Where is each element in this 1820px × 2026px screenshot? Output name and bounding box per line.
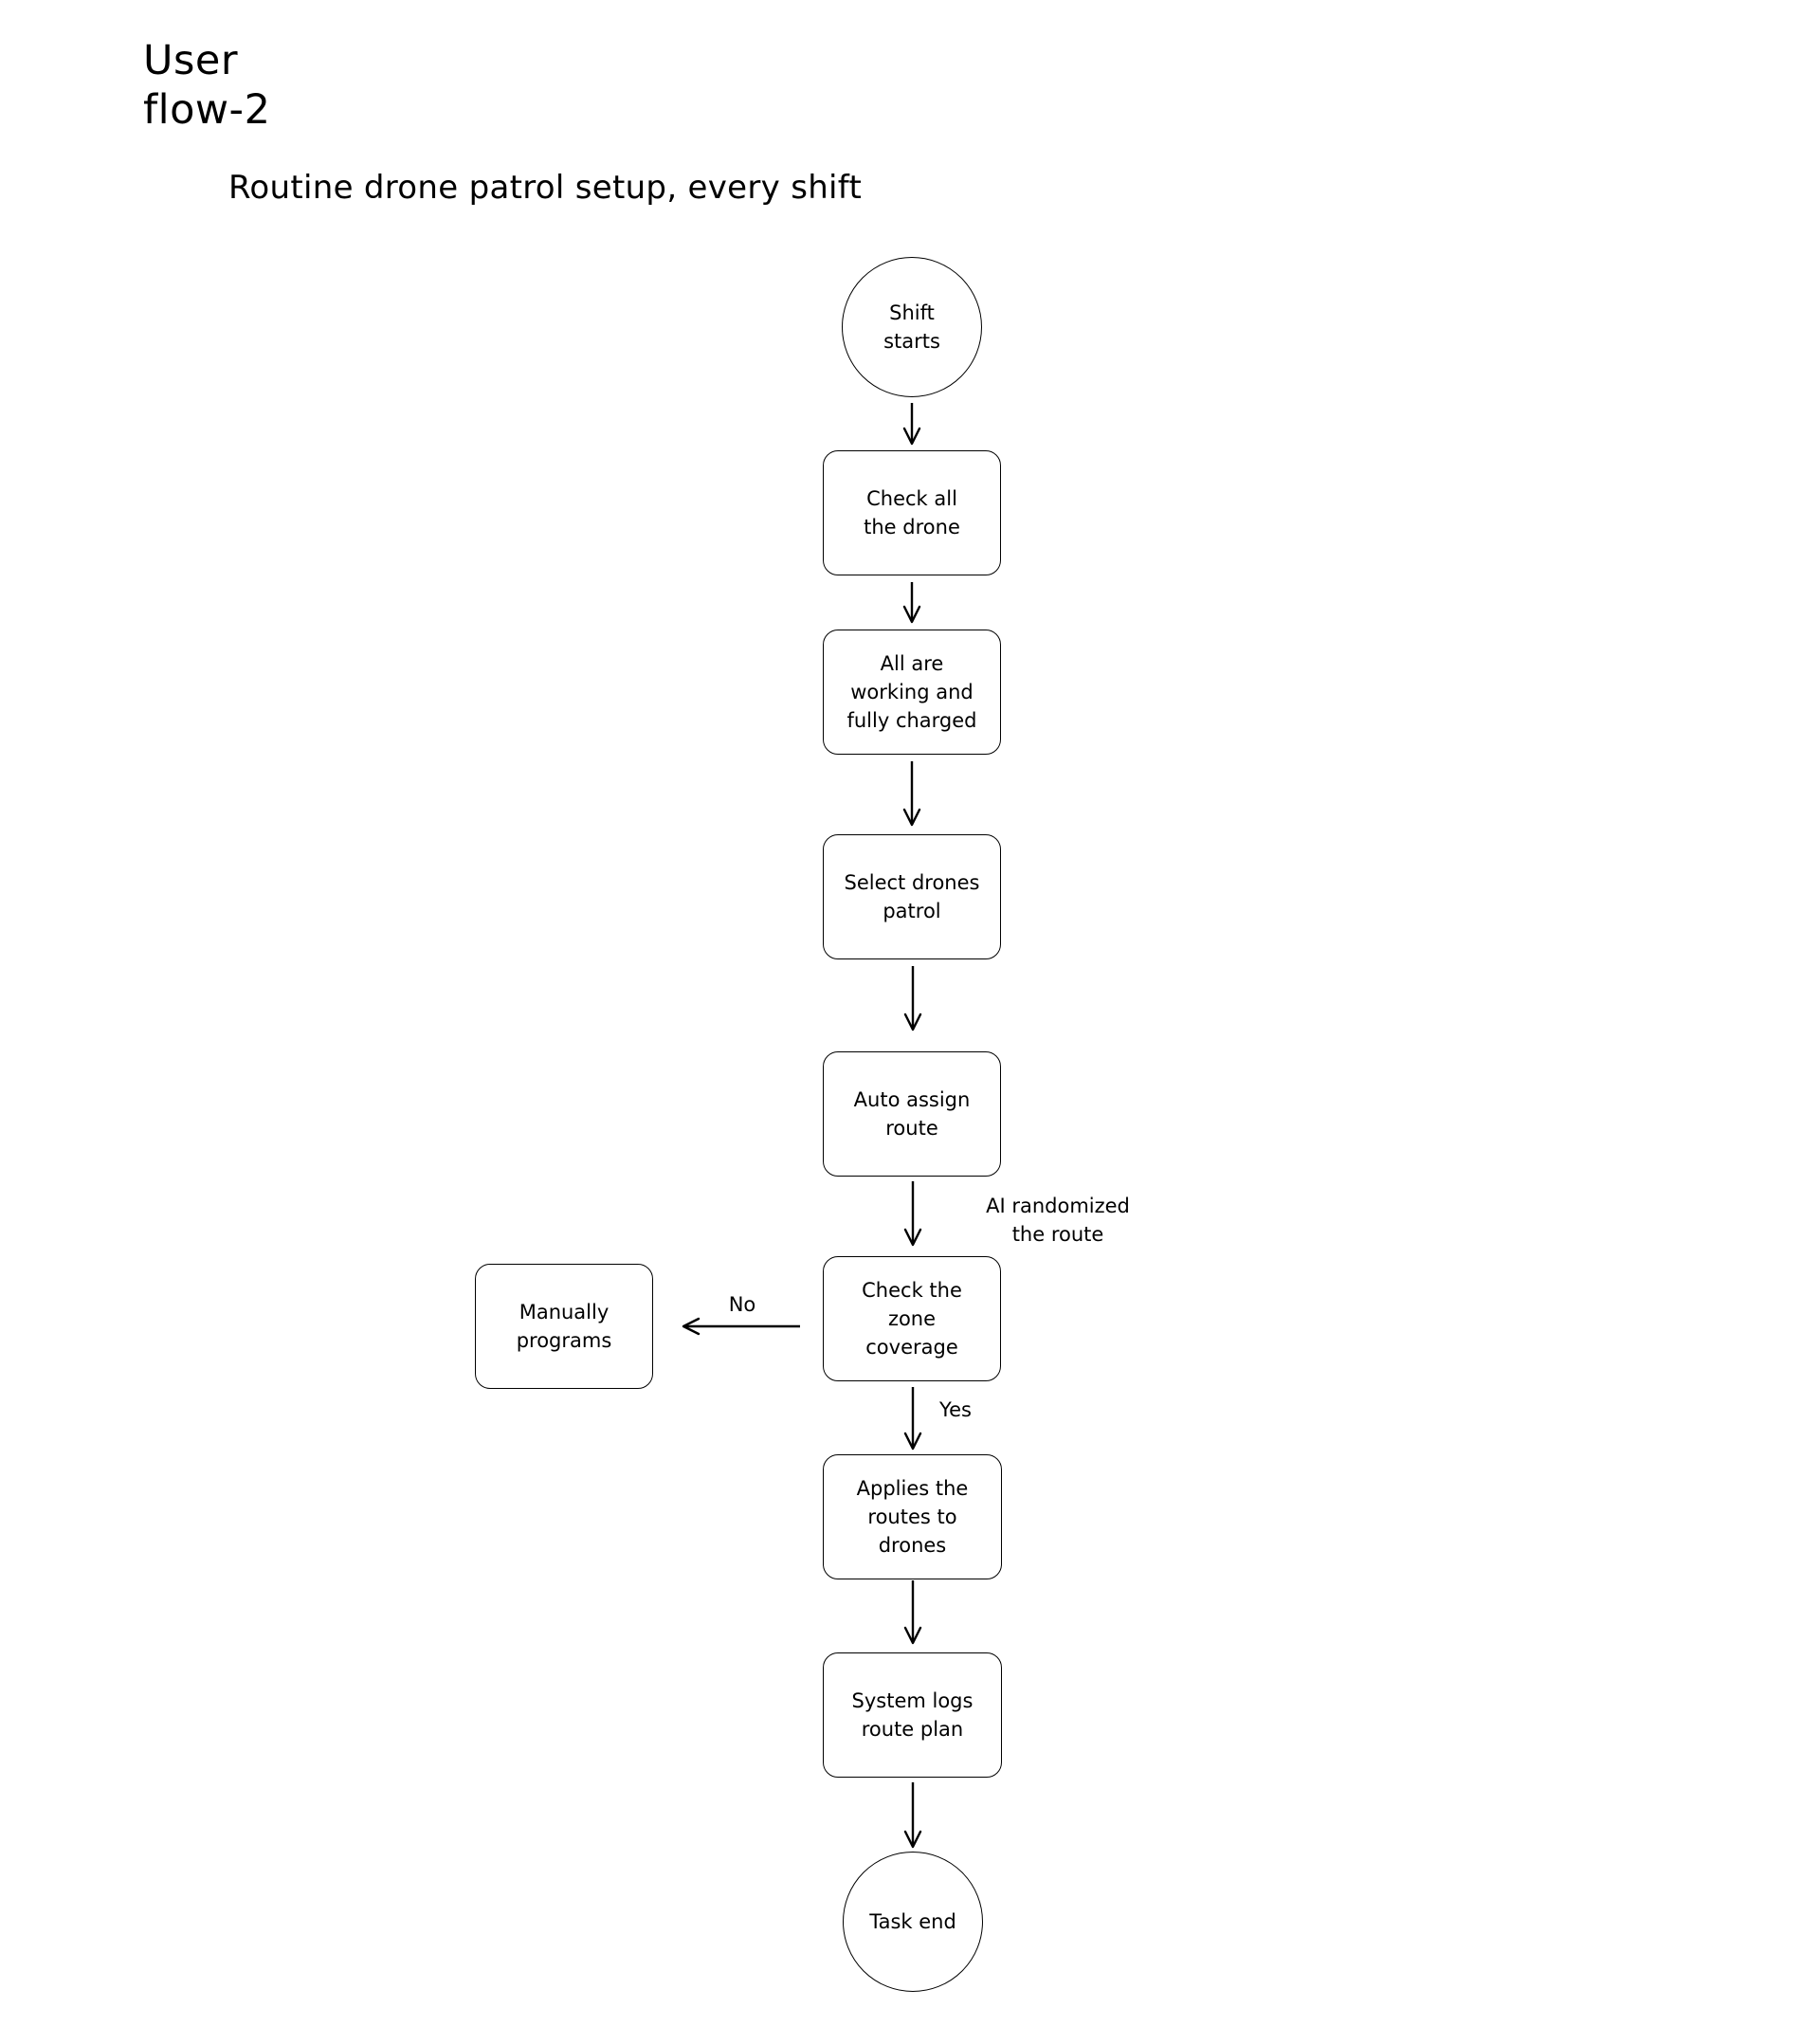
node-select-drones: Select drones patrol <box>823 834 1001 959</box>
node-check-zone-label: Check the zone coverage <box>862 1279 962 1359</box>
node-check-zone: Check the zone coverage <box>823 1256 1001 1381</box>
edge-label-yes: Yes <box>939 1398 972 1421</box>
node-all-working: All are working and fully charged <box>823 630 1001 755</box>
node-task-end-label: Task end <box>869 1910 956 1933</box>
node-shift-start-label: Shift starts <box>883 301 940 353</box>
edge-label-ai-randomized: AI randomized the route <box>986 1195 1130 1246</box>
node-system-logs: System logs route plan <box>823 1652 1002 1778</box>
node-manual-label: Manually programs <box>516 1301 612 1352</box>
node-applies-routes-label: Applies the routes to drones <box>856 1477 969 1557</box>
page-title-line-1: User <box>143 37 239 84</box>
page-title-line-2: flow-2 <box>143 86 271 134</box>
node-select-drones-label: Select drones patrol <box>844 871 980 922</box>
diagram-subtitle: Routine drone patrol setup, every shift <box>228 169 863 207</box>
node-manual: Manually programs <box>475 1264 653 1389</box>
node-applies-routes: Applies the routes to drones <box>823 1454 1002 1579</box>
node-all-working-label: All are working and fully charged <box>846 652 977 732</box>
node-check-drone-label: Check all the drone <box>864 487 960 538</box>
node-task-end: Task end <box>843 1852 983 1992</box>
edge-label-no: No <box>728 1293 756 1316</box>
page-title: User flow-2 <box>143 36 270 135</box>
node-auto-assign: Auto assign route <box>823 1051 1001 1177</box>
node-check-drone: Check all the drone <box>823 450 1001 575</box>
node-shift-start: Shift starts <box>842 257 982 397</box>
node-system-logs-label: System logs route plan <box>851 1689 974 1741</box>
node-auto-assign-label: Auto assign route <box>853 1088 971 1140</box>
